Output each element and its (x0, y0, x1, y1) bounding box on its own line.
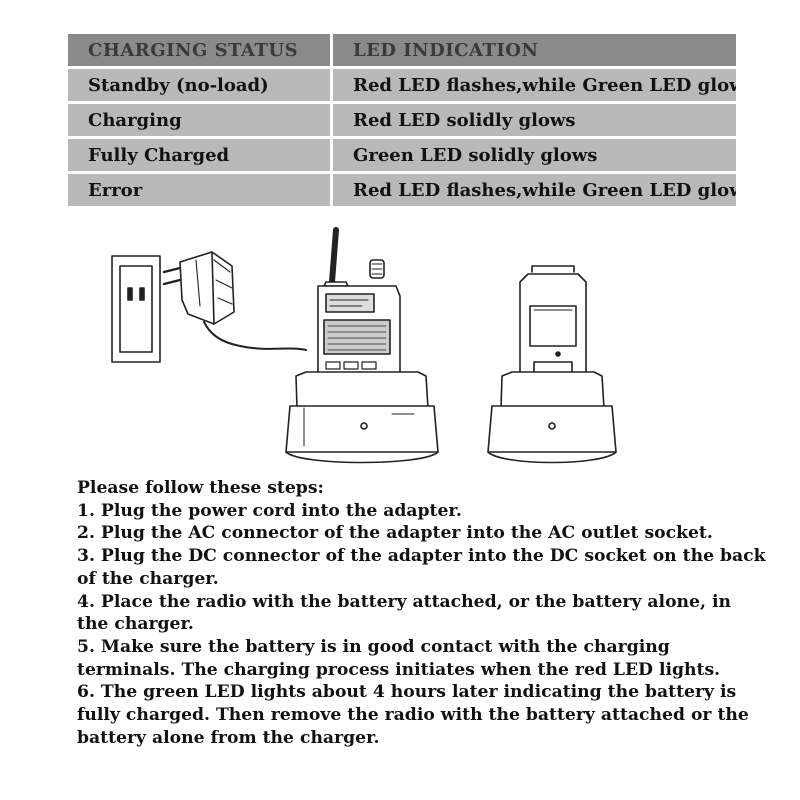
table-header-row: CHARGING STATUS LED INDICATION (68, 34, 736, 69)
led-cell: Green LED solidly glows (331, 137, 736, 174)
power-adapter-icon (162, 251, 307, 351)
table-row: Charging Red LED solidly glows (68, 102, 736, 139)
table-row: Error Red LED flashes,while Green LED gl… (68, 172, 736, 209)
instruction-step: 3. Plug the DC connector of the adapter … (77, 546, 766, 589)
instruction-step: 4. Place the radio with the battery atta… (77, 591, 731, 635)
table-row: Standby (no-load) Red LED flashes,while … (68, 67, 736, 104)
led-cell: Red LED solidly glows (331, 102, 736, 139)
status-cell: Fully Charged (68, 137, 333, 174)
charger-base-icon (487, 371, 617, 464)
instruction-step: 5. Make sure the battery is in good cont… (77, 636, 721, 680)
charger-base-icon (285, 371, 439, 464)
instruction-step: 2. Plug the AC connector of the adapter … (77, 523, 713, 544)
instruction-step: 1. Plug the power cord into the adapter. (77, 500, 462, 521)
led-cell: Red LED flashes,while Green LED glows (331, 172, 736, 209)
led-status-table: CHARGING STATUS LED INDICATION Standby (… (68, 34, 736, 209)
table-row: Fully Charged Green LED solidly glows (68, 137, 736, 174)
status-cell: Standby (no-load) (68, 67, 333, 104)
charging-illustration (111, 227, 617, 464)
instruction-step: 6. The green LED lights about 4 hours la… (77, 682, 749, 748)
status-cell: Charging (68, 102, 333, 139)
battery-icon (519, 265, 587, 403)
led-cell: Red LED flashes,while Green LED glows (331, 67, 736, 104)
wall-outlet-icon (111, 255, 161, 363)
header-led-indication: LED INDICATION (331, 34, 736, 69)
header-charging-status: CHARGING STATUS (68, 34, 333, 69)
charging-instructions: Please follow these steps: 1. Plug the p… (77, 477, 767, 749)
status-cell: Error (68, 172, 333, 209)
instructions-intro: Please follow these steps: (77, 478, 324, 498)
